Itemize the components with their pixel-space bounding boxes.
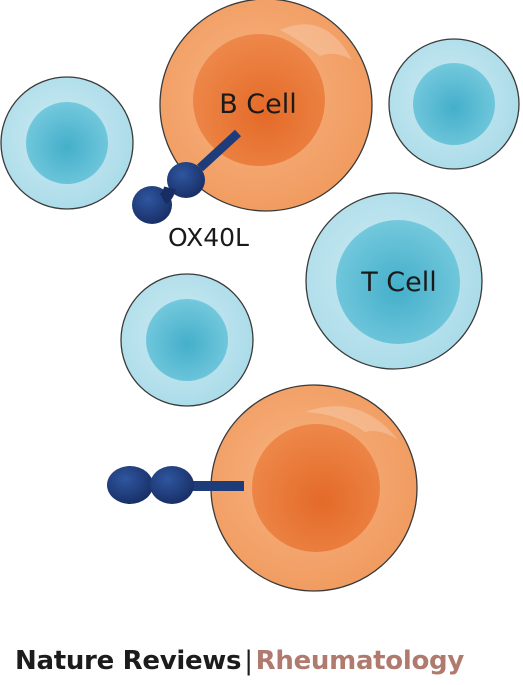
bottom-ligand (107, 466, 244, 504)
journal-name: Nature Reviews (15, 646, 242, 676)
blue-cell-top-right (388, 38, 520, 170)
b-cell-label: B Cell (219, 89, 297, 120)
orange-cell-bottom (210, 384, 418, 592)
t-cell: T Cell (305, 192, 483, 370)
ox40l-label: OX40L (168, 223, 249, 252)
credit-separator: | (244, 646, 253, 676)
ox40l-ligand (132, 129, 242, 224)
t-cell-label: T Cell (360, 267, 437, 298)
blue-cell-middle-left (120, 273, 254, 407)
blue-cell-top-left (0, 76, 134, 210)
journal-credit: Nature Reviews|Rheumatology (15, 643, 464, 679)
journal-section: Rheumatology (255, 646, 465, 676)
